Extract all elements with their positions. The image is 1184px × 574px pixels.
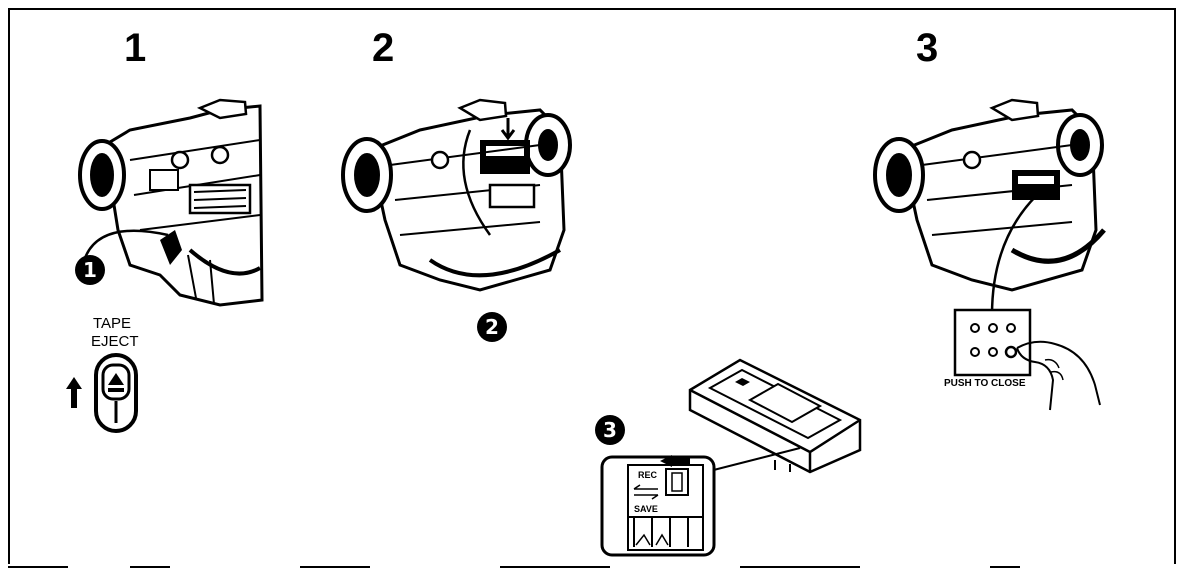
- bottom-rule-segment: [740, 566, 860, 568]
- eject-label: EJECT: [91, 333, 139, 350]
- push-to-close-panel: [953, 308, 1101, 411]
- step-1-number: 1: [124, 26, 147, 70]
- cassette-illustration: [688, 358, 862, 474]
- push-to-close-label: PUSH TO CLOSE: [944, 378, 1026, 389]
- marker-3: 3: [595, 415, 625, 445]
- diagram-frame: [8, 8, 1176, 564]
- bottom-rule-segment: [990, 566, 1020, 568]
- marker-2: 2: [477, 312, 507, 342]
- marker-1: 1: [75, 255, 105, 285]
- camcorder-step3-illustration: [873, 98, 1106, 316]
- eject-icon: [108, 373, 124, 392]
- step-2-number: 2: [372, 26, 395, 70]
- bottom-rule-segment: [130, 566, 170, 568]
- tape-eject-switch: [66, 353, 138, 433]
- bottom-rule-segment: [500, 566, 610, 568]
- bottom-rule-segment: [8, 566, 68, 568]
- rec-save-tab-detail: [600, 455, 716, 557]
- left-arrow-icon: [660, 455, 690, 467]
- save-label: SAVE: [634, 504, 658, 514]
- up-arrow-icon: [66, 377, 82, 408]
- step-3-number: 3: [916, 26, 939, 70]
- camcorder-step2-illustration: [341, 98, 572, 292]
- rec-label: REC: [638, 470, 658, 480]
- bottom-rule-segment: [300, 566, 370, 568]
- camcorder-step1-illustration: [78, 98, 264, 307]
- tape-label: TAPE: [93, 315, 132, 332]
